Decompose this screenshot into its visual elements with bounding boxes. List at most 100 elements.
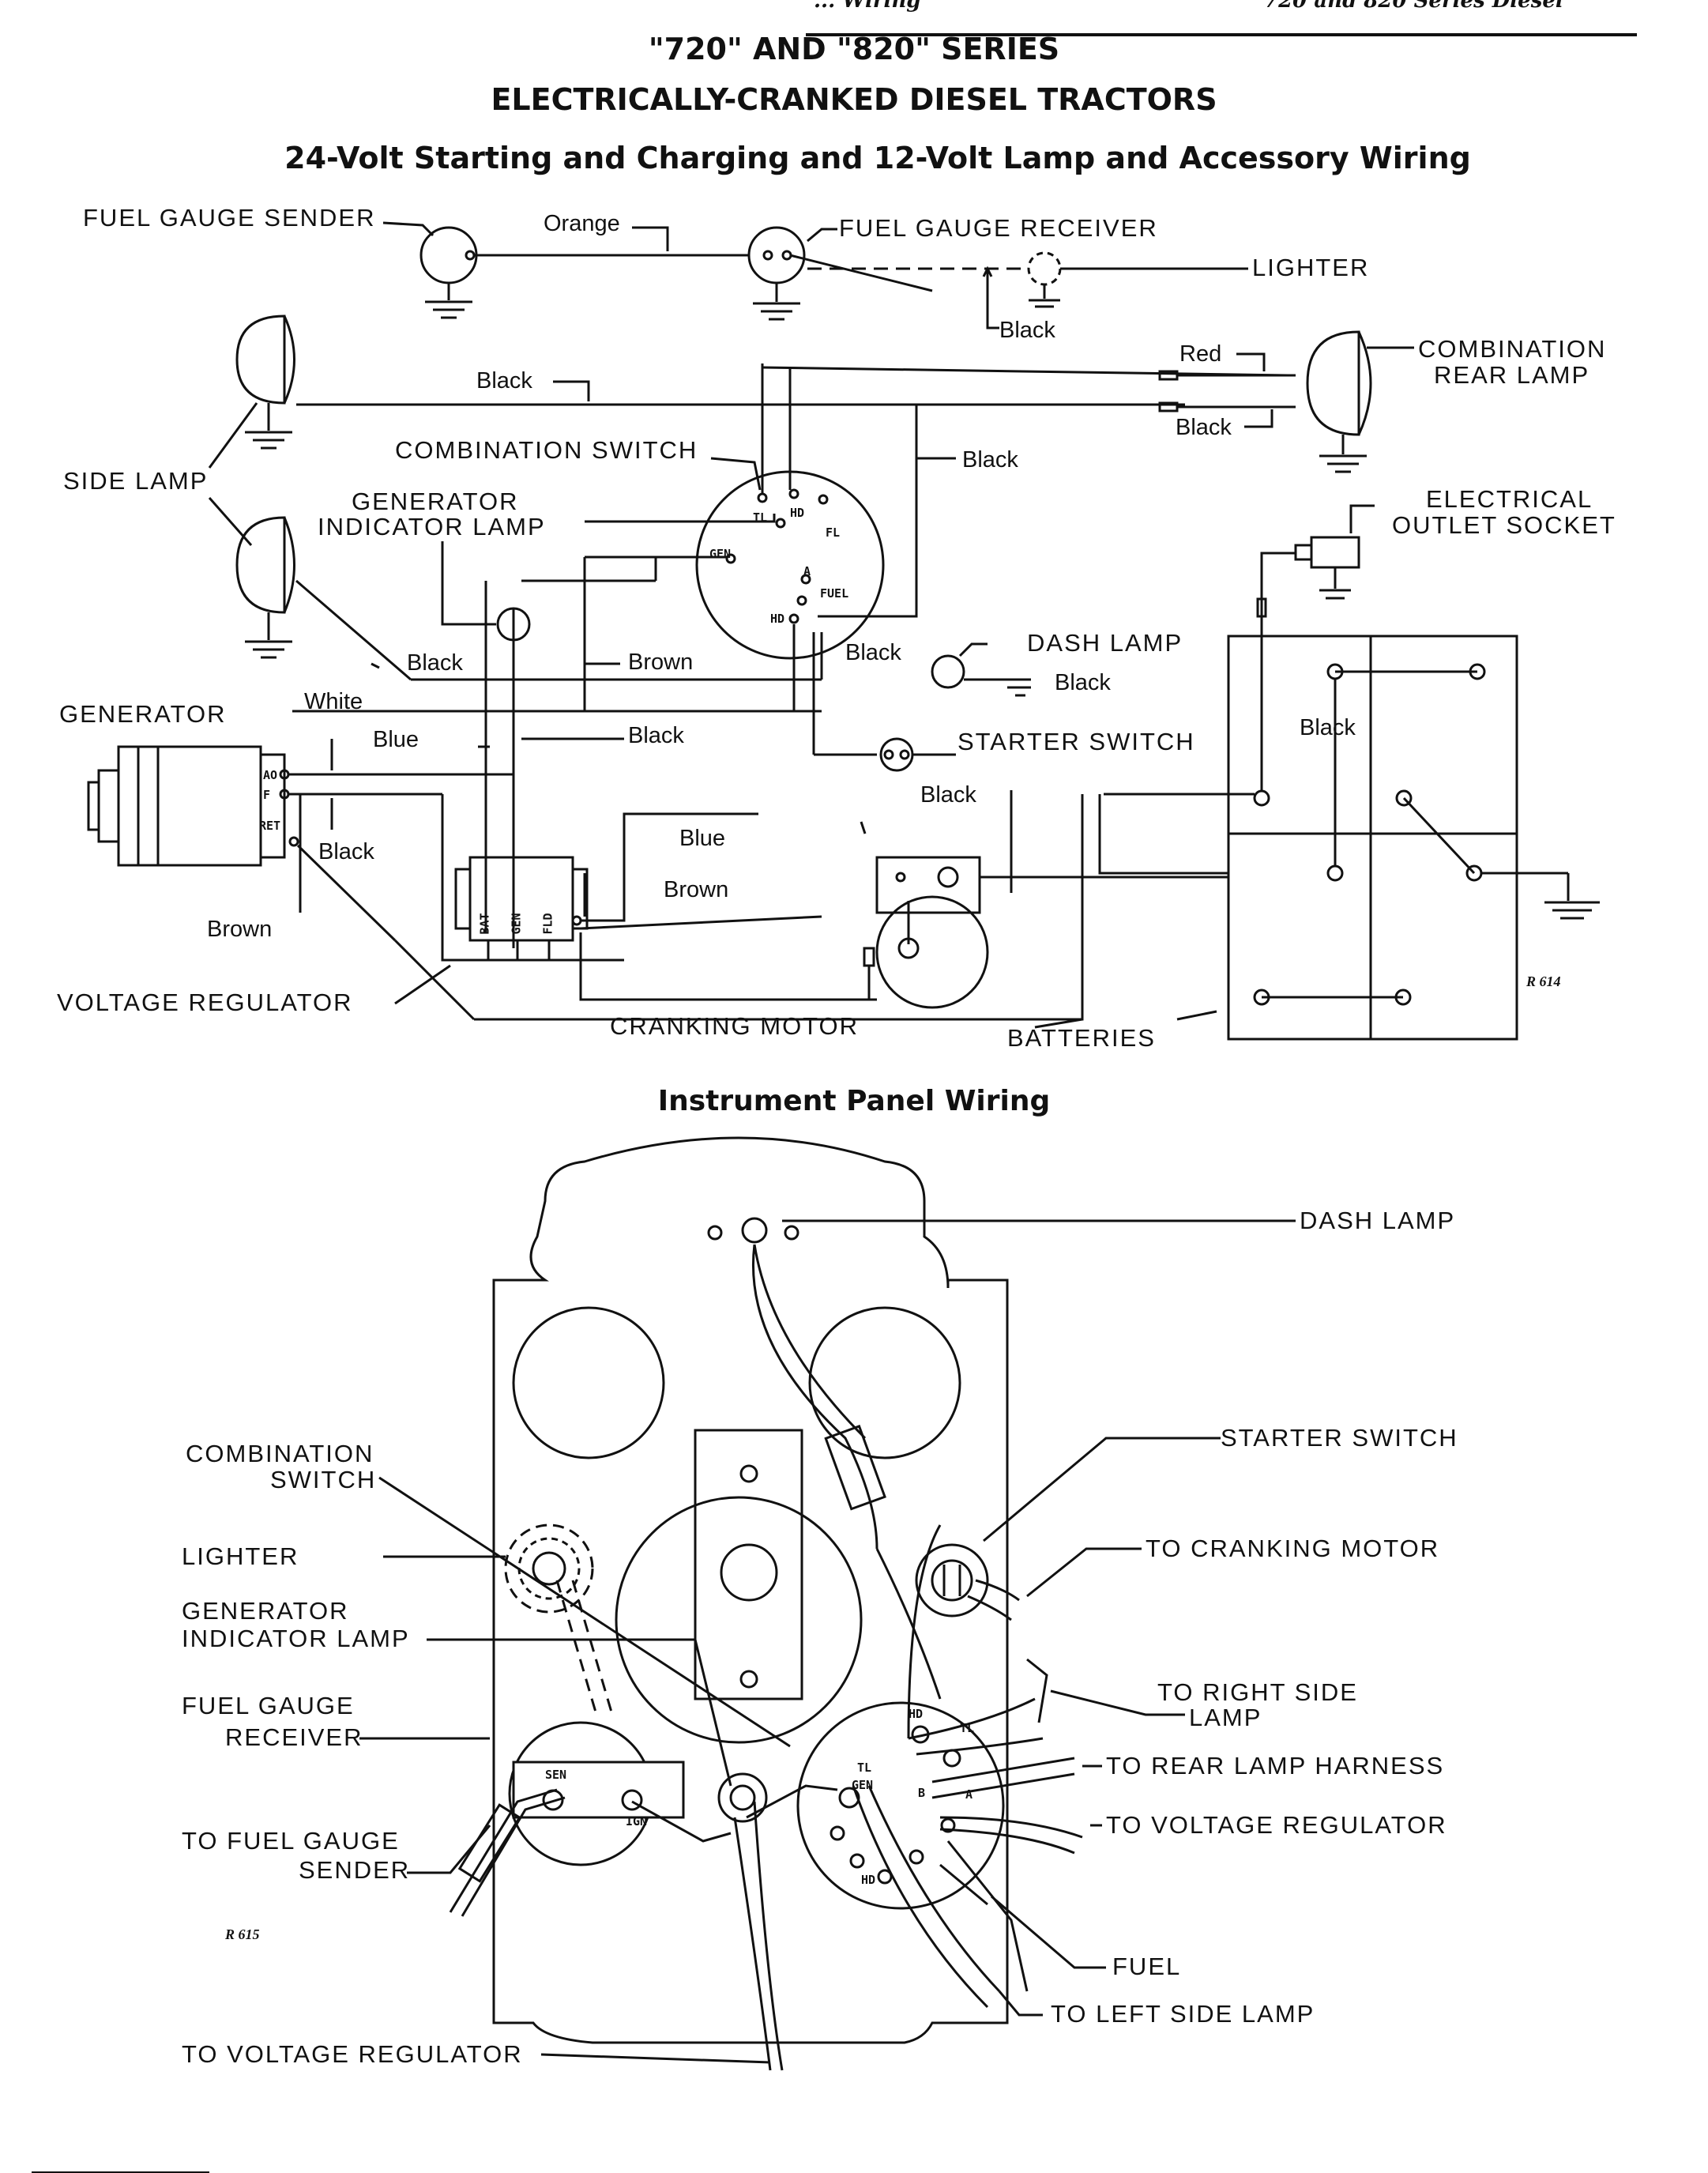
fuel-gauge-sender-symbol xyxy=(419,226,478,319)
lighter-panel-label: LIGHTER xyxy=(182,1542,299,1570)
lighter-symbol xyxy=(1027,251,1248,308)
wiring-title: 24-Volt Starting and Charging and 12-Vol… xyxy=(284,141,1471,175)
to-fuel-gauge-sender-label-1: TO FUEL GAUGE xyxy=(182,1827,400,1855)
terminal-fl: FL xyxy=(826,525,841,540)
panel-terminal-tl: TL xyxy=(857,1761,872,1775)
to-right-side-lamp-label-1: TO RIGHT SIDE xyxy=(1157,1678,1358,1706)
generator-label: GENERATOR xyxy=(59,700,227,728)
terminal-hd: HD xyxy=(790,506,805,520)
terminal-fld: FLD xyxy=(540,913,555,935)
electrical-outlet-socket-label-1: ELECTRICAL xyxy=(1426,485,1593,513)
combination-switch-panel-label-2: SWITCH xyxy=(270,1466,377,1493)
to-voltage-regulator-right-label: TO VOLTAGE REGULATOR xyxy=(1106,1811,1447,1839)
fuel-gauge-receiver-symbol xyxy=(747,226,837,321)
running-header-left: ... Wiring xyxy=(814,0,921,13)
panel-terminal-gen: GEN xyxy=(852,1778,874,1792)
dash-lamp-symbol xyxy=(931,642,1031,697)
fuel-gauge-receiver-panel-label-2: RECEIVER xyxy=(225,1723,363,1751)
generator-indicator-lamp-label-1: GENERATOR xyxy=(352,488,519,515)
wire-black-switch-label: Black xyxy=(962,447,1018,473)
terminal-f: F xyxy=(263,788,271,802)
cranking-motor-label: CRANKING MOTOR xyxy=(610,1012,860,1040)
terminal-gen-reg: GEN xyxy=(509,913,524,935)
combination-switch-label: COMBINATION SWITCH xyxy=(395,436,698,464)
figure-ref-r615: R 615 xyxy=(225,1926,260,1942)
starter-switch-symbol xyxy=(879,737,1013,893)
combination-switch-panel-label-1: COMBINATION xyxy=(186,1440,374,1467)
wire-black-rear-label: Black xyxy=(1176,415,1232,440)
panel-terminal-sen: SEN xyxy=(545,1768,567,1782)
terminal-a: A xyxy=(803,564,811,578)
wire-orange-label: Orange xyxy=(544,211,620,236)
dash-lamp-panel-label: DASH LAMP xyxy=(1300,1207,1456,1234)
generator-symbol xyxy=(87,745,299,867)
panel-terminal-tl-2: TL xyxy=(960,1721,975,1735)
combination-rear-lamp-symbol xyxy=(1306,330,1414,473)
wire-black-reg-label: Black xyxy=(628,723,684,748)
wire-black-dash-1-label: Black xyxy=(845,640,901,665)
terminal-ret: RET xyxy=(259,819,281,833)
generator-indicator-lamp-panel-label-2: INDICATOR LAMP xyxy=(182,1625,410,1652)
wire-brown-reg-label: Brown xyxy=(207,917,273,942)
dash-lamp-label: DASH LAMP xyxy=(1027,629,1183,657)
instrument-panel-outline xyxy=(492,1136,1009,2044)
to-right-side-lamp-label-2: LAMP xyxy=(1189,1704,1262,1731)
batteries-symbol xyxy=(1227,635,1600,1041)
wire-black-lighter-label: Black xyxy=(999,318,1055,343)
panel-terminal-b: B xyxy=(918,1786,926,1800)
wire-blue-label: Blue xyxy=(373,727,419,752)
combination-rear-lamp-label-1: COMBINATION xyxy=(1418,335,1607,363)
panel-terminal-hd: HD xyxy=(909,1707,924,1721)
panel-terminal-hd-2: HD xyxy=(861,1873,876,1887)
series-title: "720" AND "820" SERIES xyxy=(648,32,1060,66)
fuel-line-label: FUEL xyxy=(1112,1953,1182,1980)
terminal-bat: BAT xyxy=(477,913,492,935)
terminal-tl: TL xyxy=(753,510,768,525)
wire-black-dash-2-label: Black xyxy=(1055,670,1111,695)
running-header-right: 720 and 820 Series Diesel xyxy=(1264,0,1563,13)
side-lamp-lower-symbol xyxy=(235,516,295,659)
combination-switch-panel-symbol xyxy=(796,1701,1005,1910)
starter-switch-panel-symbol xyxy=(915,1543,989,1618)
panel-terminal-a: A xyxy=(965,1787,973,1802)
generator-indicator-lamp-panel-label-1: GENERATOR xyxy=(182,1597,349,1625)
terminal-ao: AO xyxy=(263,768,278,782)
cranking-motor-symbol xyxy=(863,856,1228,1009)
instrument-panel-title: Instrument Panel Wiring xyxy=(657,1085,1051,1117)
terminal-fuel: FUEL xyxy=(820,586,849,601)
generator-indicator-lamp-label-2: INDICATOR LAMP xyxy=(318,513,546,540)
fuel-gauge-receiver-label: FUEL GAUGE RECEIVER xyxy=(839,214,1158,242)
figure-ref-r614: R 614 xyxy=(1526,974,1561,989)
wire-brown-mid-label: Brown xyxy=(628,650,694,675)
terminal-hd-2: HD xyxy=(770,612,785,626)
starter-switch-label: STARTER SWITCH xyxy=(957,728,1195,755)
to-cranking-motor-label: TO CRANKING MOTOR xyxy=(1146,1535,1440,1562)
wire-black-starter-label: Black xyxy=(920,782,976,808)
wire-red-label: Red xyxy=(1179,341,1222,367)
voltage-regulator-symbol xyxy=(454,856,589,960)
to-fuel-gauge-sender-label-2: SENDER xyxy=(299,1856,411,1884)
panel-terminal-ign: IGN xyxy=(626,1814,648,1828)
wire-black-gen-label: Black xyxy=(318,839,374,864)
wire-black-top-label: Black xyxy=(476,368,532,394)
fuel-gauge-receiver-panel-symbol xyxy=(508,1721,685,1866)
to-rear-lamp-harness-label: TO REAR LAMP HARNESS xyxy=(1106,1752,1445,1779)
electrical-outlet-socket-label-2: OUTLET SOCKET xyxy=(1392,511,1616,539)
generator-indicator-lamp-panel-symbol xyxy=(717,1772,768,1823)
wire-blue-crank-label: Blue xyxy=(679,826,726,851)
lighter-label: LIGHTER xyxy=(1252,254,1370,281)
fuel-gauge-receiver-panel-label-1: FUEL GAUGE xyxy=(182,1692,355,1719)
terminal-gen: GEN xyxy=(709,547,732,561)
side-lamp-upper-symbol xyxy=(235,314,295,450)
batteries-label: BATTERIES xyxy=(1007,1024,1156,1052)
tractor-title: ELECTRICALLY-CRANKED DIESEL TRACTORS xyxy=(491,82,1217,117)
wire-brown-crank-label: Brown xyxy=(664,877,729,902)
wire-black-side-label: Black xyxy=(407,650,463,676)
combination-rear-lamp-label-2: REAR LAMP xyxy=(1434,361,1590,389)
voltage-regulator-label: VOLTAGE REGULATOR xyxy=(57,989,353,1016)
to-left-side-lamp-label: TO LEFT SIDE LAMP xyxy=(1051,2000,1315,2028)
wire-black-battery-label: Black xyxy=(1300,715,1356,740)
electrical-outlet-socket-symbol xyxy=(1256,504,1375,790)
